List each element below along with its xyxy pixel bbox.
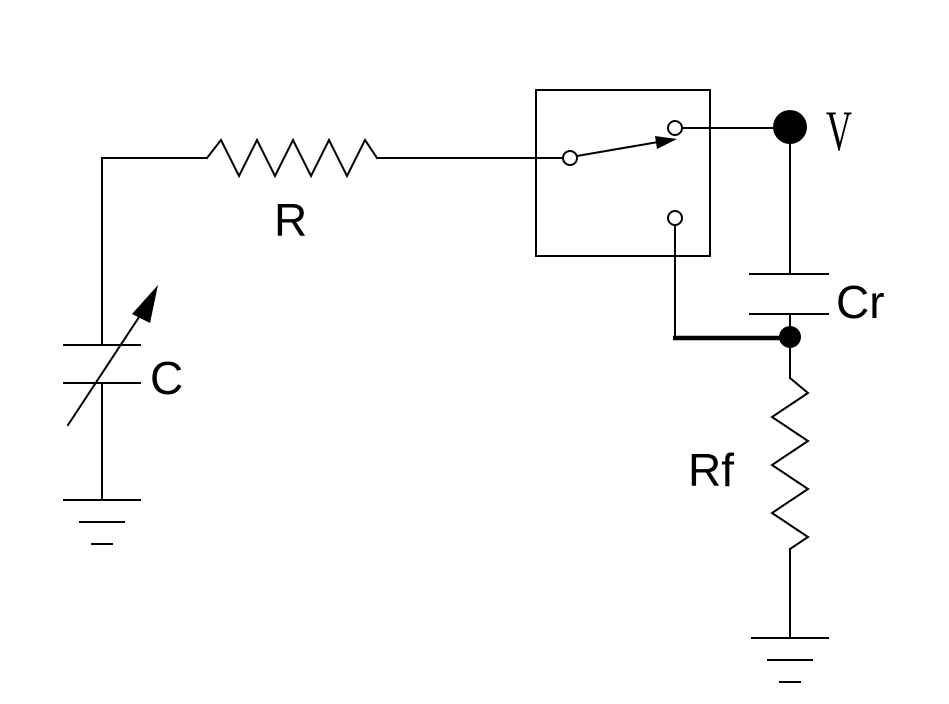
switch-common-terminal	[562, 150, 578, 166]
switch-upper-terminal	[667, 120, 683, 136]
label-c: C	[150, 352, 183, 404]
label-r: R	[274, 194, 307, 246]
switch-lower-terminal	[667, 210, 683, 226]
ground-right	[751, 637, 829, 683]
switch-box	[535, 89, 711, 257]
wire-left-top	[101, 157, 208, 346]
ground-left	[63, 499, 141, 545]
label-cr: Cr	[836, 276, 885, 328]
variable-capacitor-c	[63, 285, 158, 501]
resistor-rf	[770, 376, 810, 551]
label-v: V	[826, 100, 852, 164]
label-rf: Rf	[688, 444, 734, 496]
resistor-r	[205, 137, 379, 179]
switch-blade	[575, 136, 677, 158]
